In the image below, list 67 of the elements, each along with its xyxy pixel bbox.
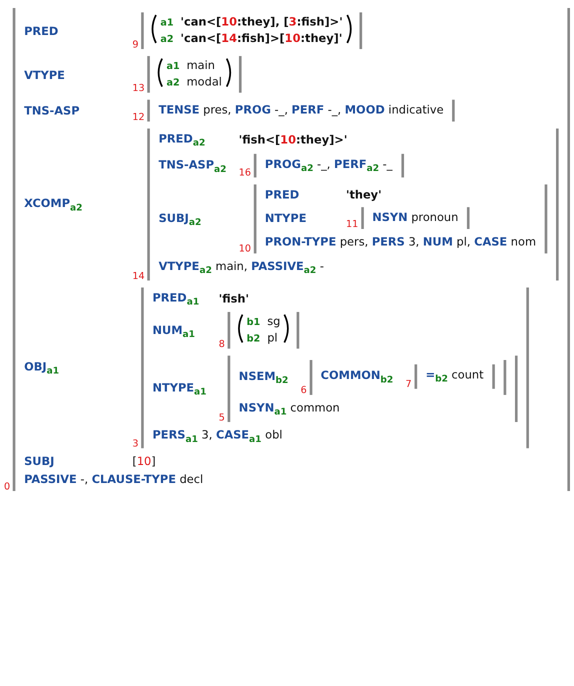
attribute-name: PRED$_{a2}$	[158, 132, 206, 146]
feature-structure	[414, 364, 495, 389]
disjunct-label: a1	[160, 16, 174, 28]
feature-list: NSYN pronoun	[372, 212, 458, 225]
feature-structure	[309, 360, 506, 395]
attribute-name: NSEM$_{b2}$	[238, 370, 288, 384]
attribute-value: 'can<[10:they], [3:fish]>'	[180, 16, 343, 29]
value-set	[141, 12, 362, 50]
disjunct-label: b2	[246, 333, 260, 345]
disjunct-label: a2	[160, 33, 174, 45]
disjunct-label: b1	[246, 316, 260, 328]
index-number: 16	[238, 168, 251, 178]
index-number: 0	[4, 482, 10, 492]
attribute-value: 'fish<[10:they]>'	[238, 134, 348, 148]
attribute-name: PRED	[264, 188, 300, 202]
attribute-value: 'they'	[346, 188, 382, 202]
feature-list: PASSIVE -, CLAUSE-TYPE decl	[24, 474, 204, 487]
attribute-value: [10]	[132, 455, 156, 468]
attribute-name: TNS-ASP$_{a2}$	[158, 158, 226, 172]
feature-list: PROG$_{a2}$ -_, PERF$_{a2}$ -_	[264, 158, 392, 171]
attribute-name: NUM$_{a1}$	[152, 324, 195, 337]
attribute-value: 'fish'	[218, 292, 249, 306]
feature-list: VTYPE$_{a2}$ main, PASSIVE$_{a2}$ -	[158, 260, 324, 274]
attribute-name: PRED$_{a1}$	[152, 292, 200, 305]
index-number: 6	[300, 385, 307, 395]
attribute-value: pl	[267, 332, 278, 346]
feature-list: =$_{b2}$ count	[426, 369, 484, 382]
index-number: 11	[346, 220, 358, 230]
feature-structure	[141, 287, 529, 448]
feature-list: PERS$_{a1}$ 3, CASE$_{a1}$ obl	[152, 428, 282, 442]
index-number: 12	[132, 112, 145, 122]
index-number: 8	[218, 339, 225, 349]
disjunct-label: a1	[166, 60, 180, 72]
index-number: 10	[238, 244, 251, 254]
feature-structure	[254, 154, 404, 178]
attribute-value: sg	[267, 316, 280, 329]
disjunct-label: a2	[166, 77, 180, 88]
feature-structure	[254, 184, 548, 254]
index-number: 5	[218, 412, 225, 422]
attribute-name: OBJ$_{a1}$	[24, 361, 60, 374]
index-number: 7	[405, 379, 412, 389]
attribute-name: PRED	[24, 25, 58, 38]
feature-structure	[227, 356, 518, 422]
index-number: 3	[132, 438, 138, 448]
attribute-name: COMMON$_{b2}$	[320, 370, 394, 384]
index-number: 9	[132, 39, 138, 50]
attribute-name: SUBJ$_{a2}$	[158, 212, 202, 226]
feature-structure	[360, 207, 470, 230]
feature-structure	[147, 128, 559, 280]
value-set	[147, 56, 242, 93]
feature-structure	[147, 100, 455, 122]
value-set	[227, 312, 300, 349]
attribute-name: SUBJ	[24, 455, 54, 468]
feature-list: TENSE pres, PROG -_, PERF -_, MOOD indicative	[158, 104, 444, 118]
index-number: 14	[132, 270, 145, 280]
feature-structure	[12, 8, 570, 492]
index-number: 13	[132, 83, 145, 93]
feature-list: PRON-TYPE pers, PERS 3, NUM pl, CASE nom	[264, 236, 536, 250]
attribute-name: NTYPE$_{a1}$	[152, 382, 206, 396]
attribute-name: NTYPE	[264, 212, 306, 226]
attribute-name: TNS-ASP	[24, 104, 80, 118]
attribute-value: 'can<[14:fish]>[10:they]'	[180, 32, 342, 46]
attribute-name: VTYPE	[24, 68, 65, 82]
attribute-value: modal	[186, 76, 222, 90]
attribute-name: XCOMP$_{a2}$	[24, 198, 82, 211]
feature-list: NSYN$_{a1}$ common	[238, 402, 340, 415]
attribute-value: main	[186, 60, 215, 73]
